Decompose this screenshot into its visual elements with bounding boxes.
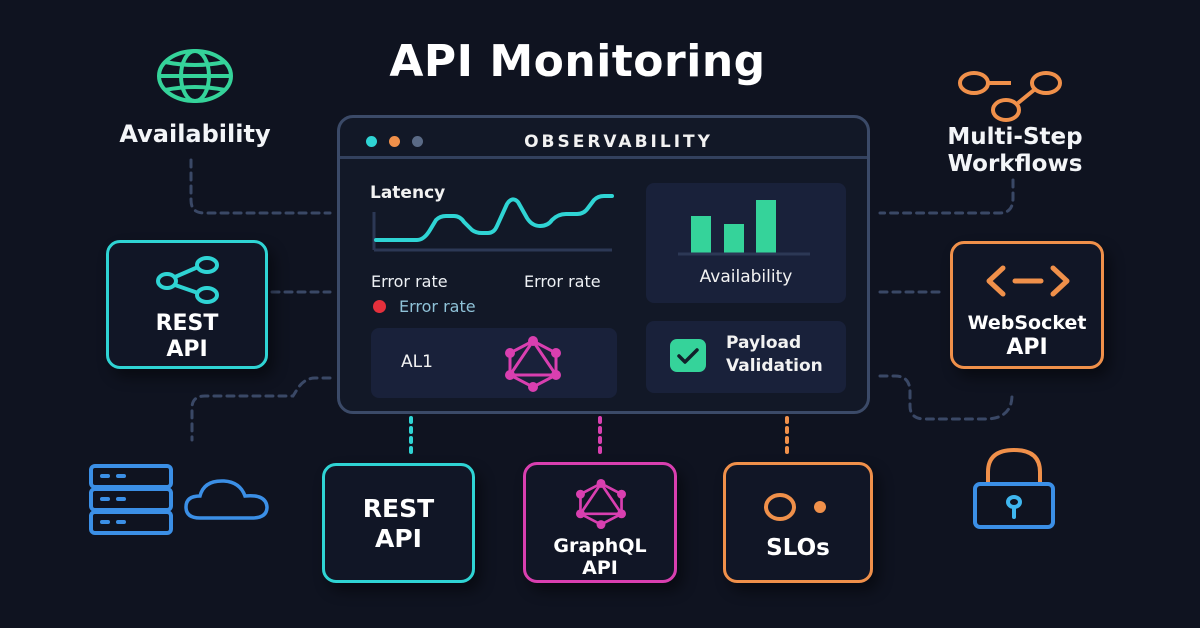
websocket-line2: API [1006, 335, 1048, 360]
traffic-light-cyan[interactable] [366, 136, 377, 147]
websocket-api-card[interactable]: WebSocket API [950, 241, 1104, 369]
availability-bar-chart [678, 200, 810, 256]
rest-api-card-left[interactable]: REST API [106, 240, 268, 369]
latency-line-chart [372, 194, 614, 252]
observability-window: OBSERVABILITY Latency Error rate Error r… [337, 115, 870, 414]
payload-label-line2: Validation [726, 356, 823, 376]
rest-api-line1: REST [155, 311, 219, 336]
checkbox-checked-icon[interactable] [670, 339, 706, 372]
error-rate-label-right: Error rate [524, 272, 601, 291]
workflows-label-line2: Workflows [947, 151, 1083, 177]
slos-label: SLOs [766, 535, 830, 561]
graphql-api-card[interactable]: GraphQL API [523, 462, 677, 583]
availability-label: Availability [119, 120, 271, 148]
multi-step-label-line1: Multi-Step [947, 124, 1083, 150]
share-icon [156, 256, 219, 304]
traffic-light-orange[interactable] [389, 136, 400, 147]
code-arrows-icon [986, 265, 1070, 297]
graphql-icon [505, 336, 561, 392]
error-rate-legend-label: Error rate [399, 297, 476, 316]
api-panel[interactable]: AL1 [371, 328, 617, 398]
latency-label: Latency [370, 183, 446, 203]
lock-icon [973, 447, 1055, 529]
window-header: OBSERVABILITY [340, 118, 867, 159]
server-stack-icon [89, 464, 173, 535]
api-panel-label: AL1 [401, 352, 433, 372]
availability-panel[interactable]: Availability [646, 183, 846, 303]
workflow-nodes-icon [958, 71, 1062, 122]
multi-step-workflows-feature: Multi-Step Workflows [930, 68, 1100, 188]
error-rate-label-left: Error rate [371, 272, 448, 291]
error-rate-legend-dot [373, 300, 386, 313]
payload-validation-panel[interactable]: Payload Validation [646, 321, 846, 393]
rest-api-bottom-line2: API [375, 524, 422, 553]
slos-card[interactable]: SLOs [723, 462, 873, 583]
globe-icon [157, 49, 233, 103]
circle-dot-icon [764, 493, 826, 521]
rest-api-bottom-line1: REST [362, 494, 435, 523]
availability-panel-label: Availability [699, 267, 793, 287]
graphql-line1: GraphQL [553, 535, 647, 557]
cloud-icon [184, 479, 269, 520]
graphql-icon [576, 479, 626, 529]
websocket-line1: WebSocket [967, 312, 1087, 334]
availability-feature: Availability [110, 44, 280, 154]
window-title: OBSERVABILITY [524, 132, 713, 152]
rest-api-line2: API [166, 337, 208, 362]
graphql-line2: API [582, 557, 618, 579]
payload-label-line1: Payload [726, 333, 802, 353]
rest-api-card-bottom[interactable]: REST API [322, 463, 475, 583]
page-title: API Monitoring [389, 36, 766, 87]
traffic-light-gray[interactable] [412, 136, 423, 147]
